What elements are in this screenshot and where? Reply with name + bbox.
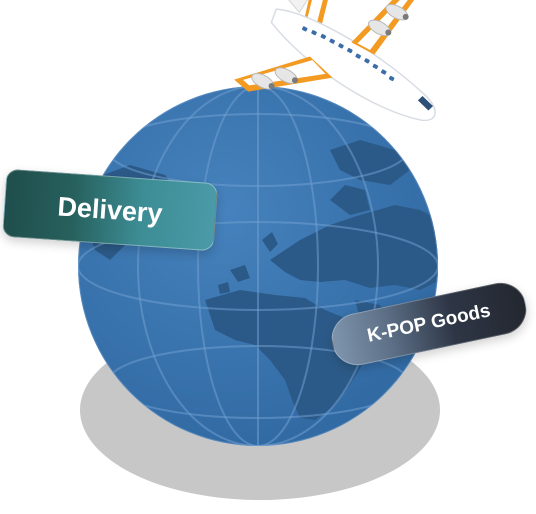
kpop-goods-label: K-POP Goods xyxy=(365,300,493,347)
delivery-label: Delivery xyxy=(56,190,164,229)
globe-icon xyxy=(78,86,438,446)
airplane-icon xyxy=(234,0,436,122)
